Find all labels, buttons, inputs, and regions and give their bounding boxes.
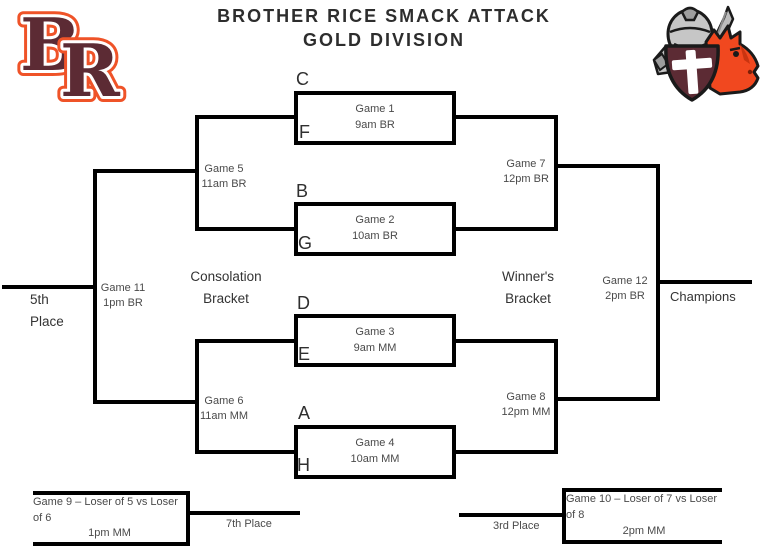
game2-box: Game 2 10am BR [294,202,456,256]
seed-letter-bottom-game4: H [297,455,310,475]
game9-title: Game 9 – Loser of 5 vs Loser of 6 [33,495,178,524]
br-logo-letter-r-outline: R [60,28,121,102]
svg-text:R: R [60,28,121,102]
game10-title: Game 10 – Loser of 7 vs Loser of 8 [566,493,718,522]
seed-letter-top-game4: A [298,403,311,423]
svg-text:B: B [20,6,81,87]
seed-letter-bottom-game1: F [299,122,310,142]
game2-name: Game 2 [355,214,395,227]
title-line1: BROTHER RICE SMACK ATTACK [217,6,551,26]
third-place-line [459,513,566,517]
game1-box: Game 1 9am BR [294,91,456,145]
game1-name: Game 1 [355,103,395,116]
br-logo-letter-b-outline: B [20,6,81,87]
fifth-place-label: 5th Place [30,292,64,329]
bracket-line [554,115,558,231]
brother-rice-br-logo: B B B R R R [14,6,127,102]
game10-box: Game 10 – Loser of 7 vs Loser of 8 2pm M… [562,488,722,544]
winners-bracket-label: Winner's Bracket [501,269,555,306]
knight-mascot-logo [652,5,760,102]
game4-name: Game 4 [355,437,395,450]
game3-time: 9am MM [353,341,397,354]
game3-name: Game 3 [355,325,395,338]
game12-label: Game 12 2pm BR [599,274,651,305]
game11-time: 1pm BR [103,297,143,310]
game4-time: 10am MM [350,453,400,465]
game4-label: Game 4 10am MM [298,429,452,475]
bracket-line [195,339,298,343]
bracket-line [452,227,558,231]
game3-label: Game 3 9am MM [298,318,452,363]
fifth-place-line [2,285,97,289]
bracket-line [554,397,660,401]
champions-line [656,280,752,284]
seed-letter-bottom-game3: E [298,344,311,364]
game3-box: Game 3 9am MM [294,314,456,367]
champions-label: Champions [670,289,736,304]
game7-label: Game 7 12pm BR [500,157,552,188]
bracket-line [93,400,199,404]
helmet-crest [680,6,700,22]
game7-name: Game 7 [506,158,546,170]
svg-text:R: R [60,28,121,102]
game5-time: 11am BR [201,178,247,191]
third-place-label: 3rd Place [493,520,540,532]
bracket-line [195,227,298,231]
game8-time: 12pm MM [501,406,551,419]
bracket-line [195,115,199,231]
bracket-line [93,169,199,173]
bracket-line [195,450,298,454]
bracket-line [195,115,298,119]
game12-name: Game 12 [602,275,648,287]
bracket-line [554,164,660,168]
horse-nostril [747,69,753,75]
bracket-line [554,339,558,454]
horse-eye [733,51,739,57]
seed-letter-top-game1: C [296,69,309,89]
game9-box: Game 9 – Loser of 5 vs Loser of 6 1pm MM [33,491,190,546]
game6-time: 11am MM [199,410,249,423]
game8-name: Game 8 [506,391,546,403]
seed-letter-top-game3: D [297,293,310,313]
seventh-place-line [186,511,300,515]
bracket-line [195,339,199,454]
game10-label: Game 10 – Loser of 7 vs Loser of 8 2pm M… [566,492,722,540]
game9-time: 1pm MM [88,527,131,540]
game1-label: Game 1 9am BR [298,95,452,141]
game11-name: Game 11 [100,282,146,294]
bracket-line [452,115,558,119]
bracket-line [452,339,558,343]
game12-time: 2pm BR [605,290,645,303]
game6-name: Game 6 [204,395,244,407]
game9-label: Game 9 – Loser of 5 vs Loser of 6 1pm MM [33,495,186,542]
game2-label: Game 2 10am BR [298,206,452,252]
seed-letter-bottom-game2: G [298,233,313,253]
game11-label: Game 11 1pm BR [99,281,147,312]
title-line2: GOLD DIVISION [302,30,465,50]
seventh-place-label: 7th Place [226,518,272,530]
game10-time: 2pm MM [622,524,666,537]
game8-label: Game 8 12pm MM [500,390,552,421]
game1-time: 9am BR [355,119,395,131]
game6-label: Game 6 11am MM [196,394,252,425]
shield-cross [671,49,713,95]
page-title: BROTHER RICE SMACK ATTACK GOLD DIVISION [164,6,604,51]
game5-name: Game 5 [204,163,244,175]
svg-text:B: B [20,6,81,87]
horse-head [704,24,760,96]
consolation-bracket-label: Consolation Bracket [190,269,262,306]
seed-letter-top-game2: B [296,181,309,201]
game7-time: 12pm BR [503,173,549,186]
game5-label: Game 5 11am BR [196,162,252,193]
game2-time: 10am BR [352,230,398,242]
bracket-line [452,450,558,454]
game4-box: Game 4 10am MM [294,425,456,479]
